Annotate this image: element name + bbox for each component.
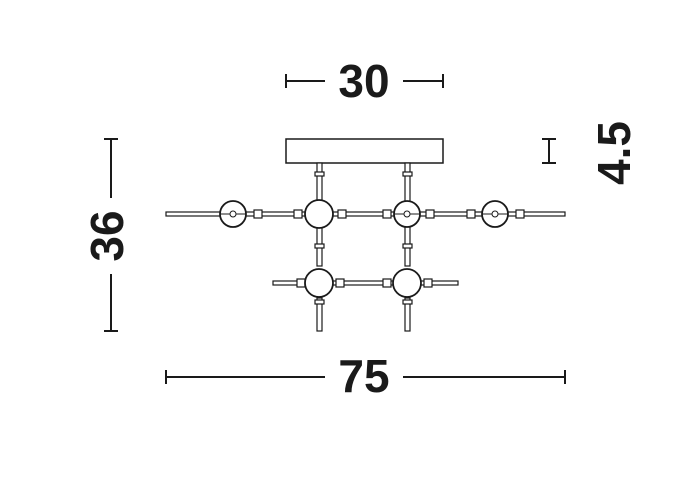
upper-joint-bars	[253, 209, 525, 219]
canopy-depth-label: 4.5	[588, 121, 640, 185]
overall-height-label: 36	[81, 210, 133, 261]
top-width-label: 30	[338, 55, 389, 107]
globe-upper-inner-left	[304, 199, 334, 229]
globe-lower-left	[304, 268, 334, 298]
overall-width-dimension	[165, 370, 566, 384]
upper-arm	[165, 211, 566, 217]
vertical-rods	[314, 225, 413, 332]
globe-lower-right	[392, 268, 422, 298]
overall-height-dimension	[104, 138, 118, 332]
globe-sockets	[220, 210, 508, 218]
canopy-depth-dimension	[542, 138, 556, 164]
ceiling-canopy	[285, 138, 444, 164]
overall-width-label: 75	[338, 350, 389, 402]
lower-arm	[272, 278, 459, 288]
drop-rods	[314, 162, 413, 204]
top-width-dimension	[285, 74, 444, 88]
